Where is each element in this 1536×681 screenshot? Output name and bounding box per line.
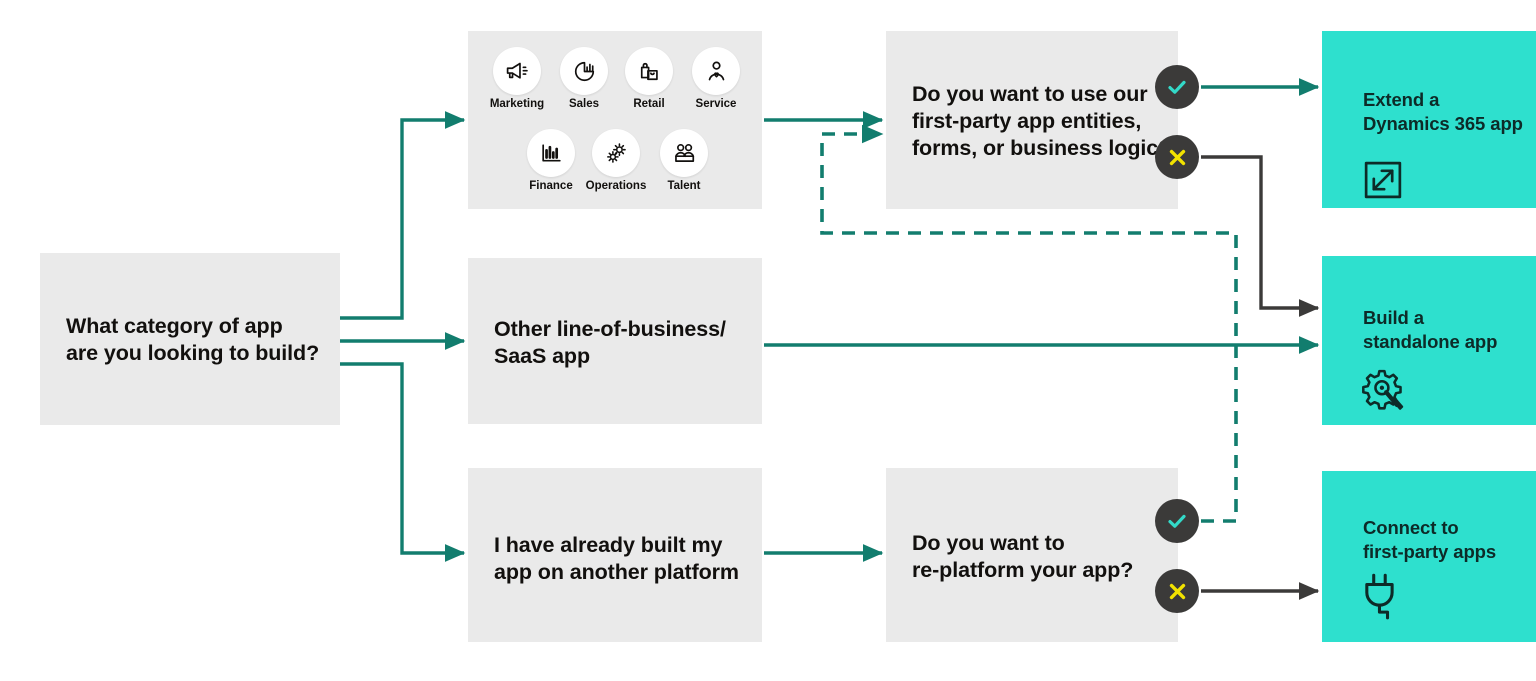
already-built-line2: app on another platform	[494, 560, 739, 584]
other-lob-line2: SaaS app	[494, 344, 590, 368]
app-label-service: Service	[695, 98, 737, 110]
outcome-connect-line2: first-party apps	[1363, 541, 1497, 562]
outcome-build-standalone-box[interactable]: Build a standalone app	[1322, 256, 1536, 425]
app-bubble-marketing	[493, 47, 541, 95]
plug-icon	[1365, 573, 1394, 620]
outcome-extend-d365-box[interactable]: Extend a Dynamics 365 app	[1322, 31, 1536, 208]
app-label-operations: Operations	[585, 180, 647, 192]
start-question-line2: are you looking to build?	[66, 341, 320, 365]
gears-icon	[606, 142, 626, 163]
question2-line2: re-platform your app?	[912, 558, 1134, 582]
bar-chart-icon	[541, 143, 561, 162]
wire-start-to-dynamics	[340, 111, 466, 320]
wire-start-to-already-built	[340, 362, 466, 562]
cross-icon	[1169, 583, 1185, 599]
app-tile-retail[interactable]: Retail	[614, 47, 684, 110]
shopping-bag-icon	[640, 62, 658, 80]
cross-icon	[1169, 149, 1185, 165]
people-icon	[674, 143, 694, 162]
outcome-standalone-line1: Build a	[1363, 307, 1424, 328]
branch-other-lob-box[interactable]: Other line-of-business/ SaaS app	[468, 258, 762, 424]
wire-q1-no-to-standalone	[1201, 155, 1320, 317]
megaphone-icon	[506, 62, 528, 79]
app-label-talent: Talent	[667, 180, 701, 192]
question2-yes-badge[interactable]	[1155, 499, 1199, 543]
app-label-marketing: Marketing	[489, 98, 545, 110]
app-bubble-service	[692, 47, 740, 95]
app-tile-operations[interactable]: Operations	[581, 129, 651, 192]
app-bubble-sales	[560, 47, 608, 95]
start-question-line1: What category of app	[66, 314, 283, 338]
app-tile-service[interactable]: Service	[681, 47, 751, 110]
question1-line2: first-party app entities,	[912, 109, 1142, 133]
app-bubble-talent	[660, 129, 708, 177]
outcome-standalone-line2: standalone app	[1363, 331, 1498, 352]
gear-wrench-icon	[1362, 369, 1404, 410]
app-tile-sales[interactable]: Sales	[549, 47, 619, 110]
app-tile-marketing[interactable]: Marketing	[482, 47, 552, 110]
app-bubble-operations	[592, 129, 640, 177]
question1-line1: Do you want to use our	[912, 82, 1148, 106]
app-bubble-retail	[625, 47, 673, 95]
app-label-finance: Finance	[529, 180, 573, 192]
dynamics-app-grid: Marketing Sales	[468, 31, 762, 209]
branch-already-built-box[interactable]: I have already built my app on another p…	[468, 468, 762, 642]
pie-chart-icon	[574, 61, 594, 81]
question1-no-badge[interactable]	[1155, 135, 1199, 179]
check-icon	[1168, 80, 1186, 94]
expand-arrow-icon	[1364, 161, 1402, 199]
other-lob-line1: Other line-of-business/	[494, 317, 726, 341]
app-tile-talent[interactable]: Talent	[649, 129, 719, 192]
question2-line1: Do you want to	[912, 531, 1065, 555]
already-built-line1: I have already built my	[494, 533, 723, 557]
question2-no-badge[interactable]	[1155, 569, 1199, 613]
outcome-extend-line2: Dynamics 365 app	[1363, 113, 1523, 134]
outcome-connect-line1: Connect to	[1363, 517, 1459, 538]
app-bubble-finance	[527, 129, 575, 177]
start-question-box[interactable]: What category of app are you looking to …	[40, 253, 340, 425]
question1-line3: forms, or business logic?	[912, 136, 1172, 160]
app-label-retail: Retail	[633, 98, 665, 110]
outcome-extend-line1: Extend a	[1363, 89, 1440, 110]
outcome-connect-first-party-box[interactable]: Connect to first-party apps	[1322, 471, 1536, 642]
check-icon	[1168, 514, 1186, 528]
branch-dynamics-apps-box[interactable]: Marketing Sales	[468, 31, 762, 209]
question-first-party-entities-box[interactable]: Do you want to use our first-party app e…	[886, 31, 1178, 209]
question1-yes-badge[interactable]	[1155, 65, 1199, 109]
question-re-platform-box[interactable]: Do you want to re-platform your app?	[886, 468, 1178, 642]
app-tile-finance[interactable]: Finance	[516, 129, 586, 192]
app-label-sales: Sales	[568, 98, 600, 110]
person-heart-icon	[708, 61, 724, 80]
